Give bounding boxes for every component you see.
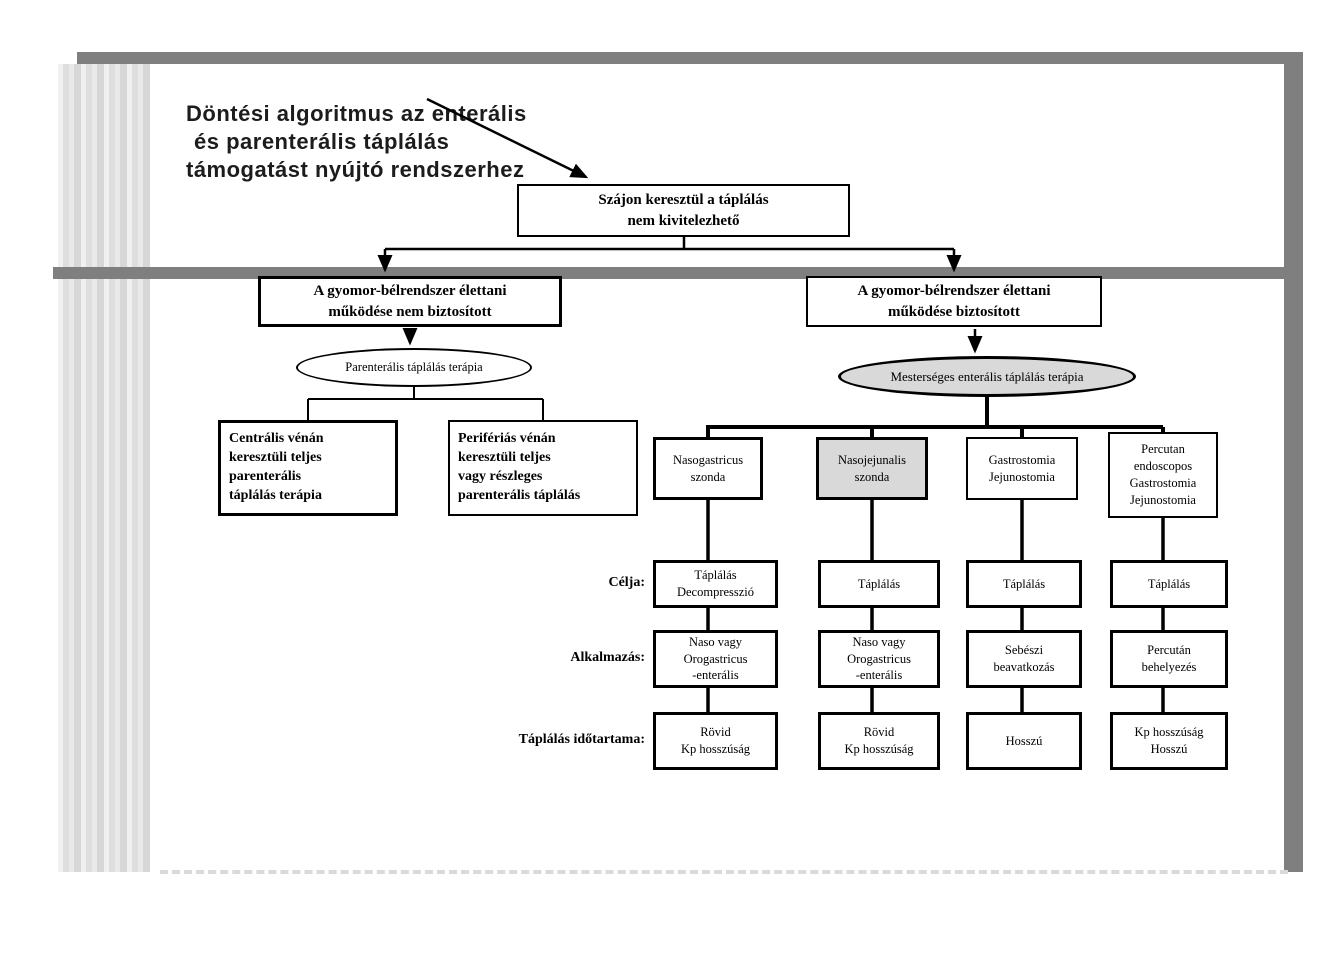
cell-duration-percutaneous: Kp hosszúság Hosszú — [1110, 712, 1228, 770]
enteral-split-connector — [706, 397, 1165, 437]
cell-duration-nasogastric: Rövid Kp hosszúság — [653, 712, 778, 770]
node-nasojejunal-tube: Nasojejunalis szonda — [816, 437, 928, 500]
bottom-dashed-rule — [160, 870, 1288, 874]
column-grid-connectors — [706, 500, 1165, 712]
node-peripheral-vein-pn: Perifériás vénán keresztüli teljes vagy … — [448, 420, 638, 516]
node-parenteral-therapy-ellipse: Parenterális táplálás terápia — [296, 348, 532, 387]
cell-duration-nasojejunal: Rövid Kp hosszúság — [818, 712, 940, 770]
slide-title-line-1: Döntési algoritmus az enterális — [186, 101, 527, 126]
cell-purpose-percutaneous: Táplálás — [1110, 560, 1228, 608]
cell-purpose-gastrostomy: Táplálás — [966, 560, 1082, 608]
left-pillar-stripes — [58, 64, 150, 872]
parenteral-split-connector — [307, 387, 544, 420]
row-label-feeding-duration: Táplálás időtartama: — [518, 732, 645, 747]
root-split-connector — [377, 237, 983, 354]
node-gastrostomy-jejunostomy: Gastrostomia Jejunostomia — [966, 437, 1078, 500]
top-frame-bar — [77, 52, 1303, 64]
node-oral-feeding-not-feasible: Szájon keresztül a táplálás nem kivitele… — [517, 184, 850, 237]
title-annotation-arrow — [426, 97, 589, 179]
cell-application-nasojejunal: Naso vagy Orogastricus -enterális — [818, 630, 940, 688]
slide-title-line-2: és parenterális táplálás — [194, 129, 450, 155]
cell-duration-gastrostomy: Hosszú — [966, 712, 1082, 770]
slide-title-line-3: támogatást nyújtó rendszerhez — [186, 157, 525, 183]
row-label-purpose: Célja: — [608, 575, 645, 590]
node-central-vein-tpn: Centrális vénán keresztüli teljes parent… — [218, 420, 398, 516]
node-enteral-therapy-ellipse: Mesterséges enterális táplálás terápia — [838, 356, 1136, 397]
node-percutaneous-endoscopic: Percutan endoscopos Gastrostomia Jejunos… — [1108, 432, 1218, 518]
row-label-application: Alkalmazás: — [570, 650, 645, 665]
cell-application-gastrostomy: Sebészi beavatkozás — [966, 630, 1082, 688]
right-frame-bar — [1284, 52, 1303, 872]
cell-application-percutaneous: Percután behelyezés — [1110, 630, 1228, 688]
cell-purpose-nasogastric: Táplálás Decompresszió — [653, 560, 778, 608]
node-gi-function-ensured: A gyomor-bélrendszer élettani működése b… — [806, 276, 1102, 327]
slide-title: Döntési algoritmus az enterális és paren… — [186, 100, 666, 184]
cell-purpose-nasojejunal: Táplálás — [818, 560, 940, 608]
cell-application-nasogastric: Naso vagy Orogastricus -enterális — [653, 630, 778, 688]
node-gi-function-not-ensured: A gyomor-bélrendszer élettani működése n… — [258, 276, 562, 327]
node-nasogastric-tube: Nasogastricus szonda — [653, 437, 763, 500]
